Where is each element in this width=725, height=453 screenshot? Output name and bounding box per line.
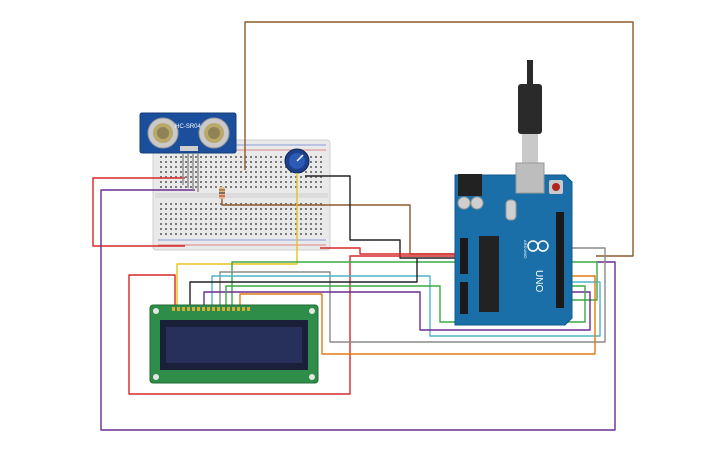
lcd-display <box>149 304 319 384</box>
wire-red-lcd <box>128 255 460 395</box>
wire-black-lcd <box>189 258 418 310</box>
wire-gray-lcd <box>219 247 606 343</box>
arduino-uno: UNO ARDUINO <box>454 60 573 326</box>
wires <box>92 21 634 431</box>
wire-purple-lcd <box>203 291 591 331</box>
arduino-model-label: UNO <box>533 270 544 292</box>
wire-orange-lcd <box>239 275 596 355</box>
wire-yellow-pot <box>176 173 298 310</box>
wire-sensor-legs <box>182 153 199 192</box>
lcd-pin-header <box>172 307 250 311</box>
wire-red-5v <box>320 247 460 255</box>
usb-cable-icon <box>515 60 545 194</box>
breadboard <box>152 139 331 251</box>
wire-cyan-lcd <box>211 275 601 337</box>
arduino-logo <box>527 240 549 252</box>
potentiometer-icon <box>284 148 310 174</box>
wire-green-lcd <box>231 261 598 310</box>
resistor <box>219 187 225 199</box>
power-jack-icon <box>458 174 482 196</box>
arduino-brand-label: ARDUINO <box>523 240 528 258</box>
wire-red-left <box>92 177 185 247</box>
sensor-model-label: HC-SR04 <box>175 124 201 130</box>
ultrasonic-sensor: HC-SR04 <box>139 112 237 154</box>
wire-brown-loop <box>244 21 634 257</box>
wire-green-lcd2 <box>225 285 586 323</box>
wire-purple-loop <box>100 189 616 431</box>
breadboard-holes <box>160 156 322 235</box>
wire-black-gnd <box>305 175 460 259</box>
lcd-screen <box>166 327 302 363</box>
